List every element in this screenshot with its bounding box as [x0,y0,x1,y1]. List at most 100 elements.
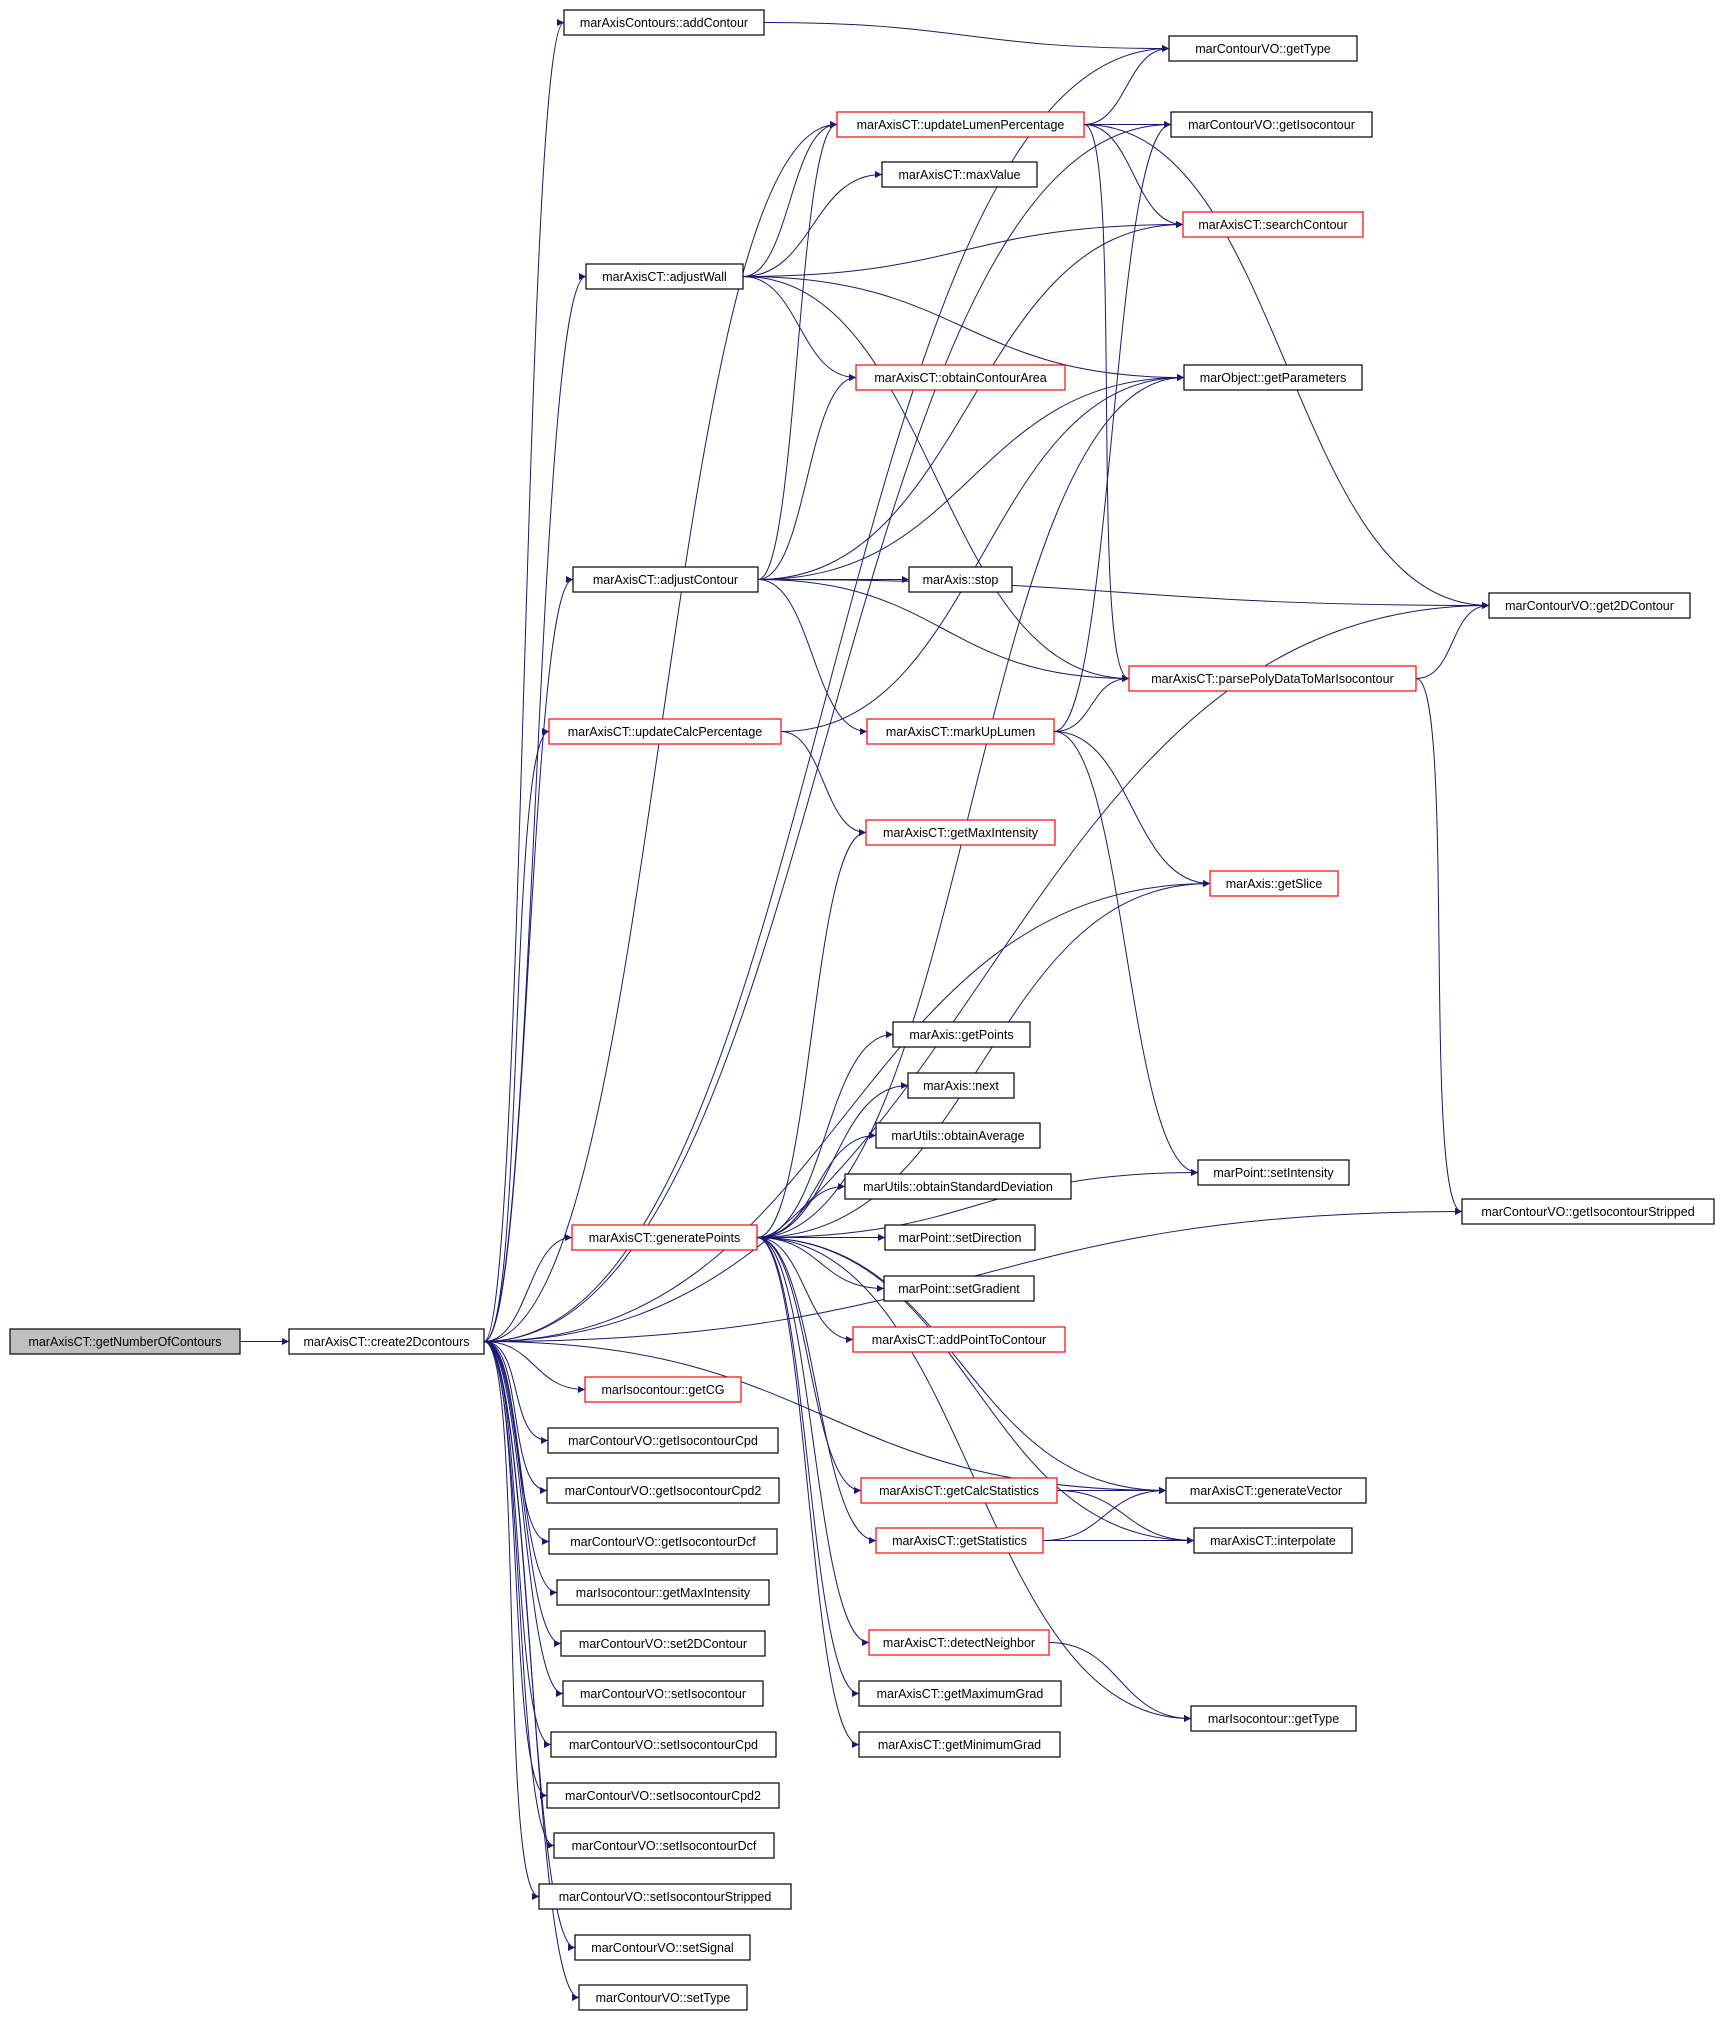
node-getCG[interactable]: marIsocontour::getCG [584,1376,742,1403]
node-setDirection[interactable]: marPoint::setDirection [884,1224,1036,1251]
node-box[interactable] [1183,364,1363,391]
node-box[interactable] [571,1224,758,1251]
node-getType[interactable]: marContourVO::getType [1168,35,1358,62]
node-box[interactable] [907,1072,1015,1099]
node-box[interactable] [836,111,1085,138]
node-box[interactable] [1190,1705,1357,1732]
node-obtainStdDev[interactable]: marUtils::obtainStandardDeviation [844,1173,1072,1200]
node-getCalcStatistics[interactable]: marAxisCT::getCalcStatistics [860,1477,1058,1504]
node-box[interactable] [1128,665,1417,692]
node-box[interactable] [9,1328,241,1355]
node-box[interactable] [562,1680,764,1707]
node-box[interactable] [875,1122,1041,1149]
node-adjustWall[interactable]: marAxisCT::adjustWall [585,263,744,290]
node-box[interactable] [855,364,1066,391]
node-box[interactable] [584,1376,742,1403]
node-box[interactable] [881,161,1038,188]
node-box[interactable] [1197,1159,1350,1186]
node-box[interactable] [538,1883,792,1910]
node-box[interactable] [875,1527,1044,1554]
node-adjustContour[interactable]: marAxisCT::adjustContour [572,566,759,593]
node-detectNeighbor[interactable]: marAxisCT::detectNeighbor [868,1629,1050,1656]
node-updateLumenPercentage[interactable]: marAxisCT::updateLumenPercentage [836,111,1085,138]
node-setIntensity[interactable]: marPoint::setIntensity [1197,1159,1350,1186]
node-box[interactable] [585,263,744,290]
node-box[interactable] [1209,870,1339,897]
node-getMaxIntensity[interactable]: marAxisCT::getMaxIntensity [865,819,1056,846]
node-box[interactable] [858,1731,1061,1758]
node-box[interactable] [1165,1477,1367,1504]
node-updateCalcPercentage[interactable]: marAxisCT::updateCalcPercentage [548,718,782,745]
node-box[interactable] [546,1477,780,1504]
node-addPointToContour[interactable]: marAxisCT::addPointToContour [852,1326,1066,1353]
node-getParameters[interactable]: marObject::getParameters [1183,364,1363,391]
node-obtainAverage[interactable]: marUtils::obtainAverage [875,1122,1041,1149]
node-get2DContour[interactable]: marContourVO::get2DContour [1488,592,1691,619]
node-setIsocontour[interactable]: marContourVO::setIsocontour [562,1680,764,1707]
node-box[interactable] [1182,211,1364,238]
node-box[interactable] [883,1275,1035,1302]
node-box[interactable] [852,1326,1066,1353]
node-set2DContour[interactable]: marContourVO::set2DContour [560,1630,766,1657]
node-getNumberOfContours[interactable]: marAxisCT::getNumberOfContours [9,1328,241,1355]
node-setIsocontourStripped[interactable]: marContourVO::setIsocontourStripped [538,1883,792,1910]
node-box[interactable] [858,1680,1062,1707]
node-box[interactable] [556,1579,770,1606]
node-parsePolyData[interactable]: marAxisCT::parsePolyDataToMarIsocontour [1128,665,1417,692]
node-box[interactable] [1170,111,1373,138]
node-box[interactable] [572,566,759,593]
node-interpolate[interactable]: marAxisCT::interpolate [1193,1527,1353,1554]
node-box[interactable] [908,566,1013,593]
node-box[interactable] [1461,1198,1715,1225]
node-setSignal[interactable]: marContourVO::setSignal [574,1934,751,1961]
node-getIsocontourDcf[interactable]: marContourVO::getIsocontourDcf [548,1528,778,1555]
node-getMinimumGrad[interactable]: marAxisCT::getMinimumGrad [858,1731,1061,1758]
node-box[interactable] [560,1630,766,1657]
node-box[interactable] [578,1984,748,2011]
node-getIsocontourStripped[interactable]: marContourVO::getIsocontourStripped [1461,1198,1715,1225]
node-box[interactable] [892,1021,1031,1048]
node-generateVector[interactable]: marAxisCT::generateVector [1165,1477,1367,1504]
node-box[interactable] [868,1629,1050,1656]
node-addContour[interactable]: marAxisContours::addContour [563,9,765,36]
node-setGradient[interactable]: marPoint::setGradient [883,1275,1035,1302]
node-box[interactable] [547,1427,779,1454]
node-getMaximumGrad[interactable]: marAxisCT::getMaximumGrad [858,1680,1062,1707]
node-create2Dcontours[interactable]: marAxisCT::create2Dcontours [288,1328,485,1355]
node-stop[interactable]: marAxis::stop [908,566,1013,593]
node-setIsocontourCpd[interactable]: marContourVO::setIsocontourCpd [550,1731,777,1758]
node-getIsocontour[interactable]: marContourVO::getIsocontour [1170,111,1373,138]
node-setType[interactable]: marContourVO::setType [578,1984,748,2011]
node-box[interactable] [866,718,1055,745]
node-setIsocontourDcf[interactable]: marContourVO::setIsocontourDcf [553,1832,775,1859]
node-box[interactable] [548,1528,778,1555]
node-getPoints[interactable]: marAxis::getPoints [892,1021,1031,1048]
node-box[interactable] [574,1934,751,1961]
node-box[interactable] [546,1782,780,1809]
node-getIsocontourCpd[interactable]: marContourVO::getIsocontourCpd [547,1427,779,1454]
node-box[interactable] [1193,1527,1353,1554]
node-box[interactable] [548,718,782,745]
node-box[interactable] [884,1224,1036,1251]
node-box[interactable] [1168,35,1358,62]
node-box[interactable] [865,819,1056,846]
node-markUpLumen[interactable]: marAxisCT::markUpLumen [866,718,1055,745]
node-setIsocontourCpd2[interactable]: marContourVO::setIsocontourCpd2 [546,1782,780,1809]
node-getIsocontourCpd2[interactable]: marContourVO::getIsocontourCpd2 [546,1477,780,1504]
node-box[interactable] [563,9,765,36]
node-box[interactable] [860,1477,1058,1504]
node-maxValue[interactable]: marAxisCT::maxValue [881,161,1038,188]
node-isoGetType[interactable]: marIsocontour::getType [1190,1705,1357,1732]
node-searchContour[interactable]: marAxisCT::searchContour [1182,211,1364,238]
node-box[interactable] [1488,592,1691,619]
node-getStatistics[interactable]: marAxisCT::getStatistics [875,1527,1044,1554]
node-next[interactable]: marAxis::next [907,1072,1015,1099]
node-isoGetMaxIntensity[interactable]: marIsocontour::getMaxIntensity [556,1579,770,1606]
node-getSlice[interactable]: marAxis::getSlice [1209,870,1339,897]
node-box[interactable] [550,1731,777,1758]
node-box[interactable] [288,1328,485,1355]
node-obtainContourArea[interactable]: marAxisCT::obtainContourArea [855,364,1066,391]
node-generatePoints[interactable]: marAxisCT::generatePoints [571,1224,758,1251]
node-box[interactable] [553,1832,775,1859]
node-box[interactable] [844,1173,1072,1200]
